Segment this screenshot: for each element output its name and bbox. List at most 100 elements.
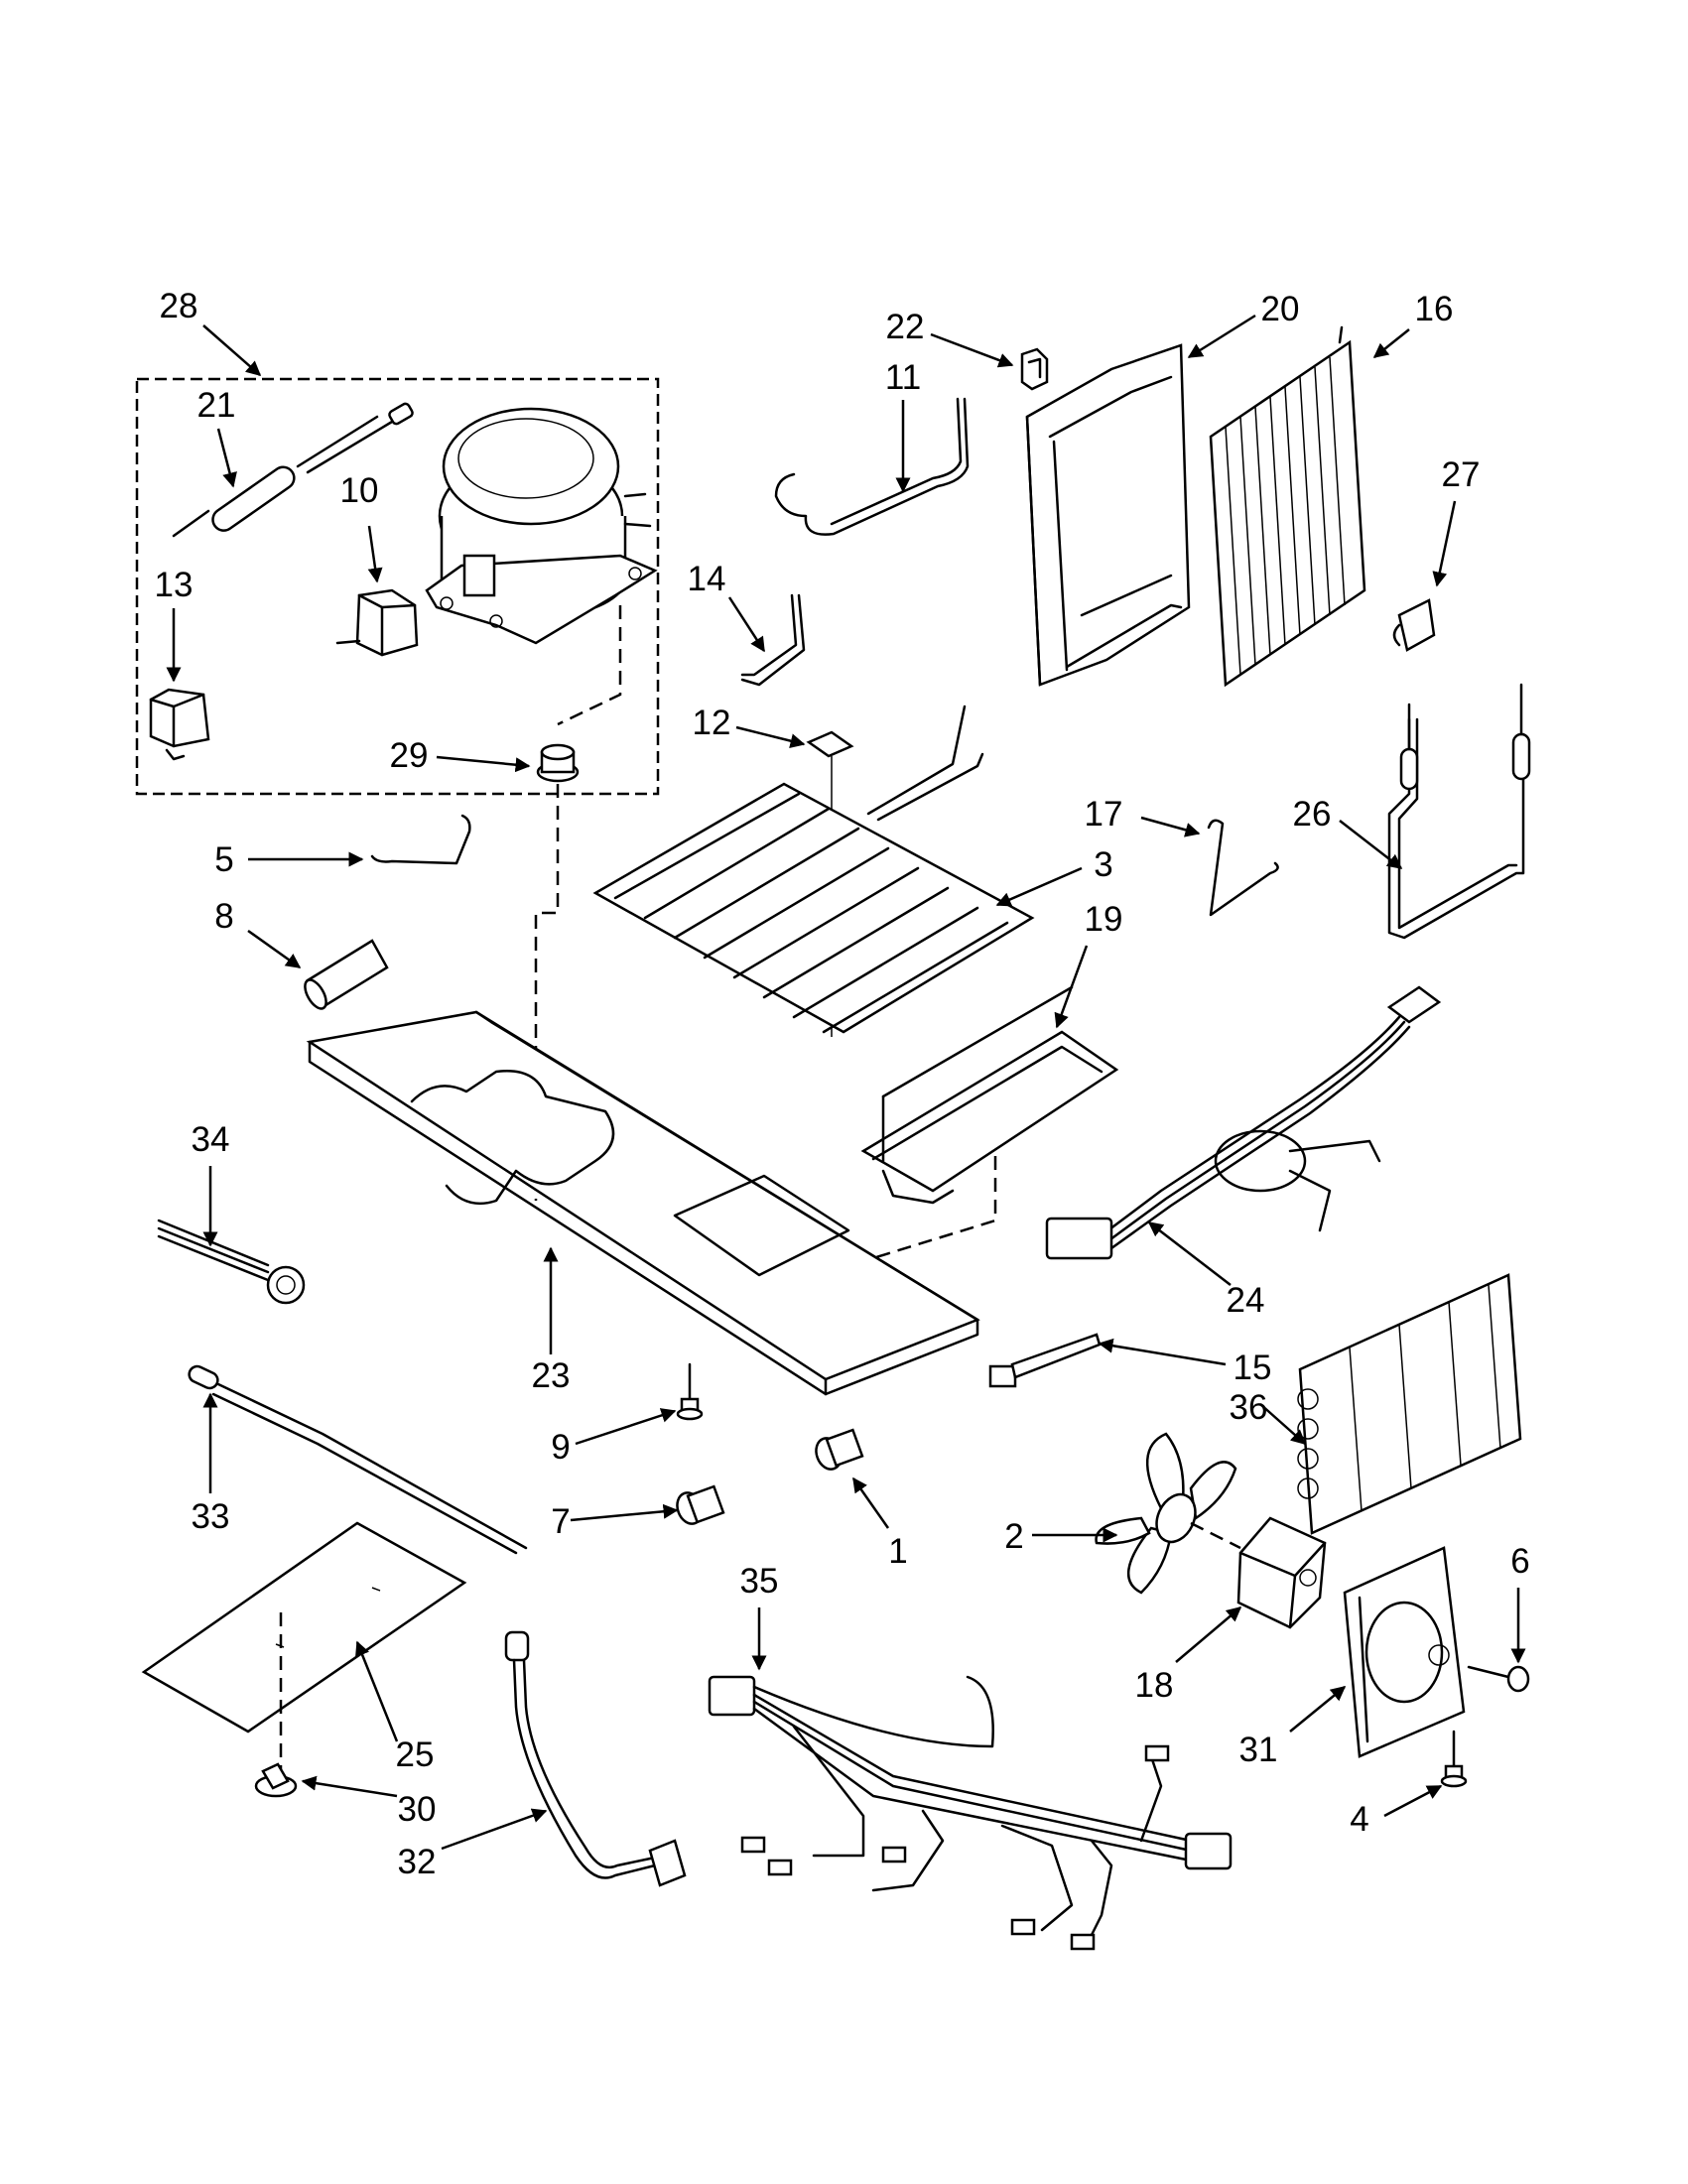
callout-3[interactable]: 3 bbox=[1094, 845, 1112, 884]
part-12-clip[interactable] bbox=[806, 730, 854, 758]
part-29-grommet[interactable] bbox=[536, 743, 580, 783]
callout-4[interactable]: 4 bbox=[1350, 1800, 1368, 1839]
leader-25 bbox=[355, 1640, 399, 1742]
part-3-coil[interactable] bbox=[592, 705, 1035, 1034]
leader-28 bbox=[202, 324, 262, 376]
part-9-screw[interactable] bbox=[676, 1362, 704, 1421]
part-25-insulation[interactable] bbox=[141, 1521, 467, 1734]
callout-9[interactable]: 9 bbox=[551, 1428, 570, 1467]
callout-8[interactable]: 8 bbox=[214, 897, 233, 936]
callout-2[interactable]: 2 bbox=[1004, 1517, 1023, 1556]
callout-12[interactable]: 12 bbox=[693, 704, 731, 742]
leader-1 bbox=[851, 1477, 890, 1529]
part-14-tube[interactable] bbox=[740, 593, 806, 687]
part-26-tube[interactable] bbox=[1387, 683, 1531, 940]
leader-16 bbox=[1372, 328, 1410, 358]
part-24-wire-harness[interactable] bbox=[1045, 985, 1442, 1260]
callout-22[interactable]: 22 bbox=[886, 308, 925, 346]
callout-16[interactable]: 16 bbox=[1415, 290, 1454, 328]
callout-28[interactable]: 28 bbox=[160, 287, 198, 325]
callout-14[interactable]: 14 bbox=[688, 560, 726, 598]
callout-21[interactable]: 21 bbox=[197, 386, 236, 425]
leader-14 bbox=[727, 596, 766, 653]
callout-25[interactable]: 25 bbox=[396, 1735, 435, 1774]
callout-1[interactable]: 1 bbox=[888, 1532, 907, 1571]
part-22-clip[interactable] bbox=[1020, 347, 1049, 391]
callout-32[interactable]: 32 bbox=[398, 1843, 437, 1881]
callout-36[interactable]: 36 bbox=[1230, 1388, 1268, 1427]
part-compressor[interactable] bbox=[425, 407, 658, 645]
leader-22 bbox=[930, 332, 1014, 368]
part-1-grommet[interactable] bbox=[812, 1428, 864, 1473]
callout-10[interactable]: 10 bbox=[340, 471, 379, 510]
callout-23[interactable]: 23 bbox=[532, 1356, 571, 1395]
part-2-fan-blade[interactable] bbox=[1095, 1432, 1237, 1595]
leader-15 bbox=[1098, 1338, 1227, 1366]
leader-21 bbox=[216, 428, 237, 488]
callout-11[interactable]: 11 bbox=[885, 358, 921, 397]
callout-24[interactable]: 24 bbox=[1227, 1281, 1265, 1320]
leader-24 bbox=[1147, 1221, 1232, 1286]
callout-19[interactable]: 19 bbox=[1085, 900, 1123, 939]
part-18-fan-motor[interactable] bbox=[1236, 1516, 1327, 1629]
leader-19 bbox=[1054, 945, 1089, 1029]
part-16-evaporator[interactable] bbox=[1209, 325, 1366, 688]
part-27-bracket[interactable] bbox=[1392, 598, 1436, 652]
callout-13[interactable]: 13 bbox=[155, 566, 194, 604]
leader-8 bbox=[247, 929, 302, 969]
part-32-cord[interactable] bbox=[504, 1630, 687, 1887]
callout-29[interactable]: 29 bbox=[390, 736, 429, 775]
part-7-grommet[interactable] bbox=[673, 1484, 725, 1527]
part-11-tube[interactable] bbox=[774, 397, 970, 536]
callout-20[interactable]: 20 bbox=[1261, 290, 1300, 328]
leader-30 bbox=[301, 1775, 398, 1798]
part-5-wire[interactable] bbox=[370, 814, 471, 865]
part-8-sleeve[interactable] bbox=[301, 939, 389, 1012]
leader-10 bbox=[367, 525, 383, 583]
part-21-drier[interactable] bbox=[172, 402, 414, 538]
callout-27[interactable]: 27 bbox=[1442, 455, 1481, 494]
part-31-fan-bracket[interactable] bbox=[1343, 1546, 1466, 1758]
dash-fan-axis bbox=[1190, 1521, 1241, 1550]
part-20-shroud[interactable] bbox=[1025, 343, 1191, 687]
leader-32 bbox=[441, 1808, 548, 1851]
callout-26[interactable]: 26 bbox=[1293, 795, 1332, 834]
leader-29 bbox=[436, 755, 531, 773]
leader-31 bbox=[1289, 1686, 1347, 1733]
leader-26 bbox=[1339, 820, 1403, 869]
callout-31[interactable]: 31 bbox=[1239, 1731, 1278, 1769]
leader-20 bbox=[1187, 314, 1256, 359]
dash-compressor-to-grommet bbox=[557, 605, 622, 726]
part-10-relay[interactable] bbox=[335, 588, 419, 657]
callout-35[interactable]: 35 bbox=[740, 1562, 779, 1601]
leader-18 bbox=[1175, 1606, 1242, 1663]
part-13-start-device[interactable] bbox=[149, 688, 210, 761]
callout-17[interactable]: 17 bbox=[1085, 795, 1123, 834]
part-23-base-plate[interactable] bbox=[306, 1010, 980, 1396]
part-19-drain-tray[interactable] bbox=[860, 985, 1119, 1205]
callout-6[interactable]: 6 bbox=[1510, 1542, 1529, 1581]
leader-4 bbox=[1383, 1784, 1443, 1818]
part-35-wire-harness[interactable] bbox=[708, 1675, 1233, 1951]
callout-5[interactable]: 5 bbox=[214, 840, 233, 879]
callout-33[interactable]: 33 bbox=[192, 1497, 230, 1536]
part-30-clip[interactable] bbox=[254, 1762, 298, 1798]
part-4-screw[interactable] bbox=[1440, 1730, 1468, 1788]
part-17-hanger[interactable] bbox=[1207, 819, 1279, 917]
leader-36 bbox=[1259, 1403, 1307, 1445]
callout-34[interactable]: 34 bbox=[192, 1120, 230, 1159]
callout-30[interactable]: 30 bbox=[398, 1790, 437, 1829]
leader-9 bbox=[575, 1408, 677, 1446]
part-15-cable-tie[interactable] bbox=[988, 1333, 1102, 1388]
callout-15[interactable]: 15 bbox=[1234, 1349, 1272, 1387]
part-6-screw[interactable] bbox=[1467, 1665, 1530, 1693]
leader-17 bbox=[1140, 816, 1201, 837]
callout-7[interactable]: 7 bbox=[551, 1502, 570, 1541]
compressor-kit-box bbox=[135, 377, 660, 796]
part-33-sensor[interactable] bbox=[187, 1363, 528, 1555]
part-34-thermistor[interactable] bbox=[157, 1219, 306, 1305]
part-36-condenser[interactable] bbox=[1297, 1273, 1522, 1535]
callout-labels: 28 21 10 13 29 22 11 20 16 27 14 12 17 2… bbox=[155, 287, 1530, 1881]
callout-18[interactable]: 18 bbox=[1135, 1666, 1174, 1705]
